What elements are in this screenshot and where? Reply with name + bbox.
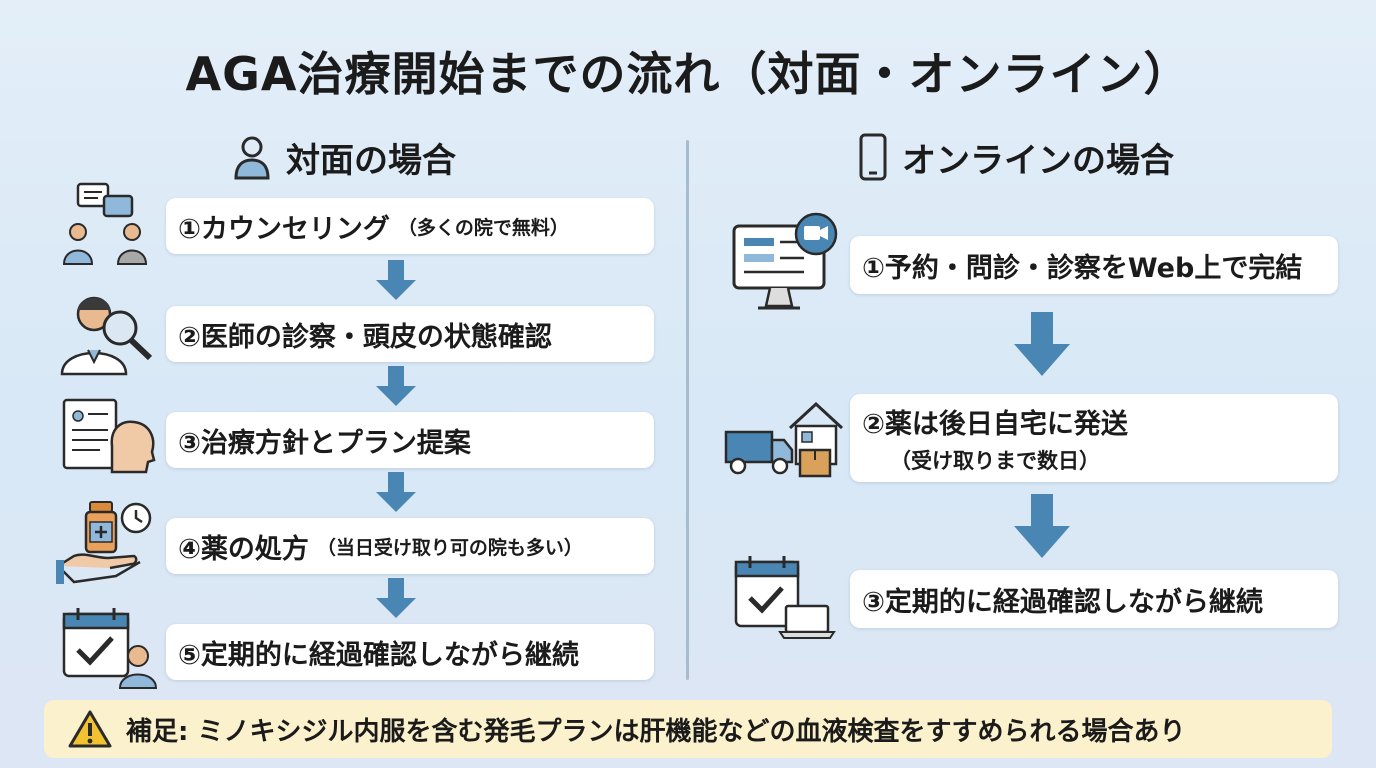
warning-icon (68, 710, 112, 748)
supplement-note-text: 補足: ミノキシジル内服を含む発毛プランは肝機能などの血液検査をすすめられる場合… (126, 716, 1186, 747)
medicine-hand-icon (56, 501, 152, 584)
in-person-step-5-main: ⑤定期的に経過確認しながら継続 (178, 639, 579, 671)
online-arrow-1 (1014, 312, 1070, 376)
in-person-heading-label: 対面の場合 (286, 140, 456, 181)
calendar-laptop-icon (734, 556, 836, 639)
in-person-heading: 対面の場合 (232, 132, 456, 182)
online-step-3-main: ③定期的に経過確認しながら継続 (862, 586, 1263, 618)
online-step-2-note: （受け取りまで数日） (890, 448, 1100, 473)
home-delivery-icon (724, 401, 844, 478)
in-person-step-4: ④薬の処方 （当日受け取り可の院も多い） (166, 518, 654, 574)
online-step-3: ③定期的に経過確認しながら継続 (850, 570, 1338, 628)
doctor-magnifier-icon (60, 296, 153, 376)
in-person-step-4-main: ④薬の処方 (178, 533, 309, 565)
treatment-plan-icon (62, 398, 156, 474)
page-title: AGA治療開始までの流れ（対面・オンライン） (185, 47, 1191, 101)
in-person-arrow-3 (376, 472, 416, 512)
person-icon (234, 136, 270, 180)
in-person-step-2: ②医師の診察・頭皮の状態確認 (166, 306, 654, 362)
online-step-1: ①予約・問診・診察をWeb上で完結 (850, 236, 1338, 294)
column-divider (686, 140, 689, 680)
in-person-step-1-main: ①カウンセリング (178, 213, 390, 245)
smartphone-icon (859, 133, 887, 181)
in-person-step-1: ①カウンセリング （多くの院で無料） (166, 198, 654, 254)
in-person-arrow-4 (376, 578, 416, 618)
in-person-step-2-main: ②医師の診察・頭皮の状態確認 (178, 321, 552, 353)
online-step-1-main: ①予約・問診・診察をWeb上で完結 (862, 252, 1303, 284)
in-person-step-4-note: （当日受け取り可の院も多い） (316, 536, 583, 559)
online-step-2: ②薬は後日自宅に発送 （受け取りまで数日） (850, 394, 1338, 482)
supplement-note: 補足: ミノキシジル内服を含む発毛プランは肝機能などの血液検査をすすめられる場合… (44, 700, 1332, 758)
in-person-step-3-main: ③治療方針とプラン提案 (178, 427, 471, 459)
calendar-check-icon (62, 608, 158, 689)
online-step-2-main: ②薬は後日自宅に発送 (862, 408, 1128, 440)
in-person-step-1-note: （多くの院で無料） (397, 216, 569, 239)
counseling-icon (62, 182, 148, 265)
in-person-arrow-1 (376, 260, 416, 300)
online-heading-label: オンラインの場合 (902, 140, 1174, 181)
in-person-step-5: ⑤定期的に経過確認しながら継続 (166, 624, 654, 680)
online-arrow-2 (1014, 494, 1070, 558)
in-person-arrow-2 (376, 366, 416, 406)
in-person-step-3: ③治療方針とプラン提案 (166, 412, 654, 468)
online-heading: オンラインの場合 (858, 132, 1174, 182)
web-booking-icon (732, 212, 838, 310)
